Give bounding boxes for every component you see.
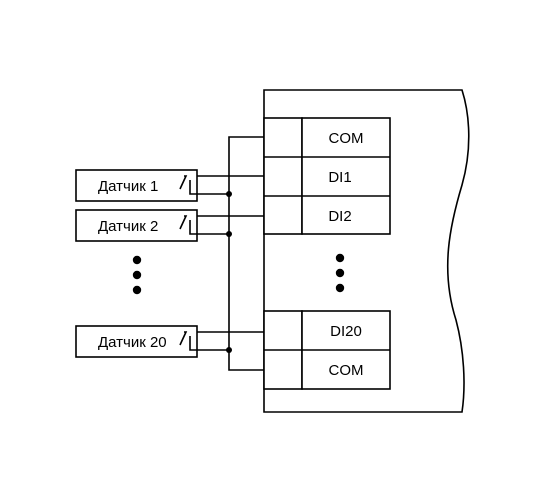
sensor-label-1: Датчик 1: [98, 178, 158, 195]
switch-contact-icon: [179, 175, 197, 195]
sensor-box-1: [75, 169, 198, 202]
terminal-block-bottom: [263, 310, 391, 390]
terminal-com-bottom: COM: [329, 362, 364, 379]
terminal-di20: DI20: [330, 323, 362, 340]
junction-dot: [226, 231, 232, 237]
ellipsis-dot: [335, 253, 345, 263]
terminal-label-column: [301, 117, 391, 235]
com-bus-wire: [228, 136, 264, 371]
terminal-com-top: COM: [329, 130, 364, 147]
sensor-label-2: Датчик 2: [98, 218, 158, 235]
terminal-block-top: [263, 117, 391, 235]
ellipsis-dot: [335, 268, 345, 278]
junction-dot: [226, 347, 232, 353]
sensor-box-2: [75, 209, 198, 242]
terminal-di2: DI2: [328, 208, 351, 225]
switch-contact-icon: [179, 215, 197, 235]
sensor-label-20: Датчик 20: [98, 334, 167, 351]
ellipsis-dot: [132, 270, 142, 280]
terminal-screw-column: [263, 117, 303, 235]
switch-contact-icon: [179, 331, 197, 351]
ellipsis-dot: [132, 255, 142, 265]
ellipsis-dot: [335, 283, 345, 293]
device-outline: [263, 89, 470, 413]
sensor-box-20: [75, 325, 198, 358]
junction-dot: [226, 191, 232, 197]
ellipsis-dot: [132, 285, 142, 295]
terminal-di1: DI1: [328, 169, 351, 186]
